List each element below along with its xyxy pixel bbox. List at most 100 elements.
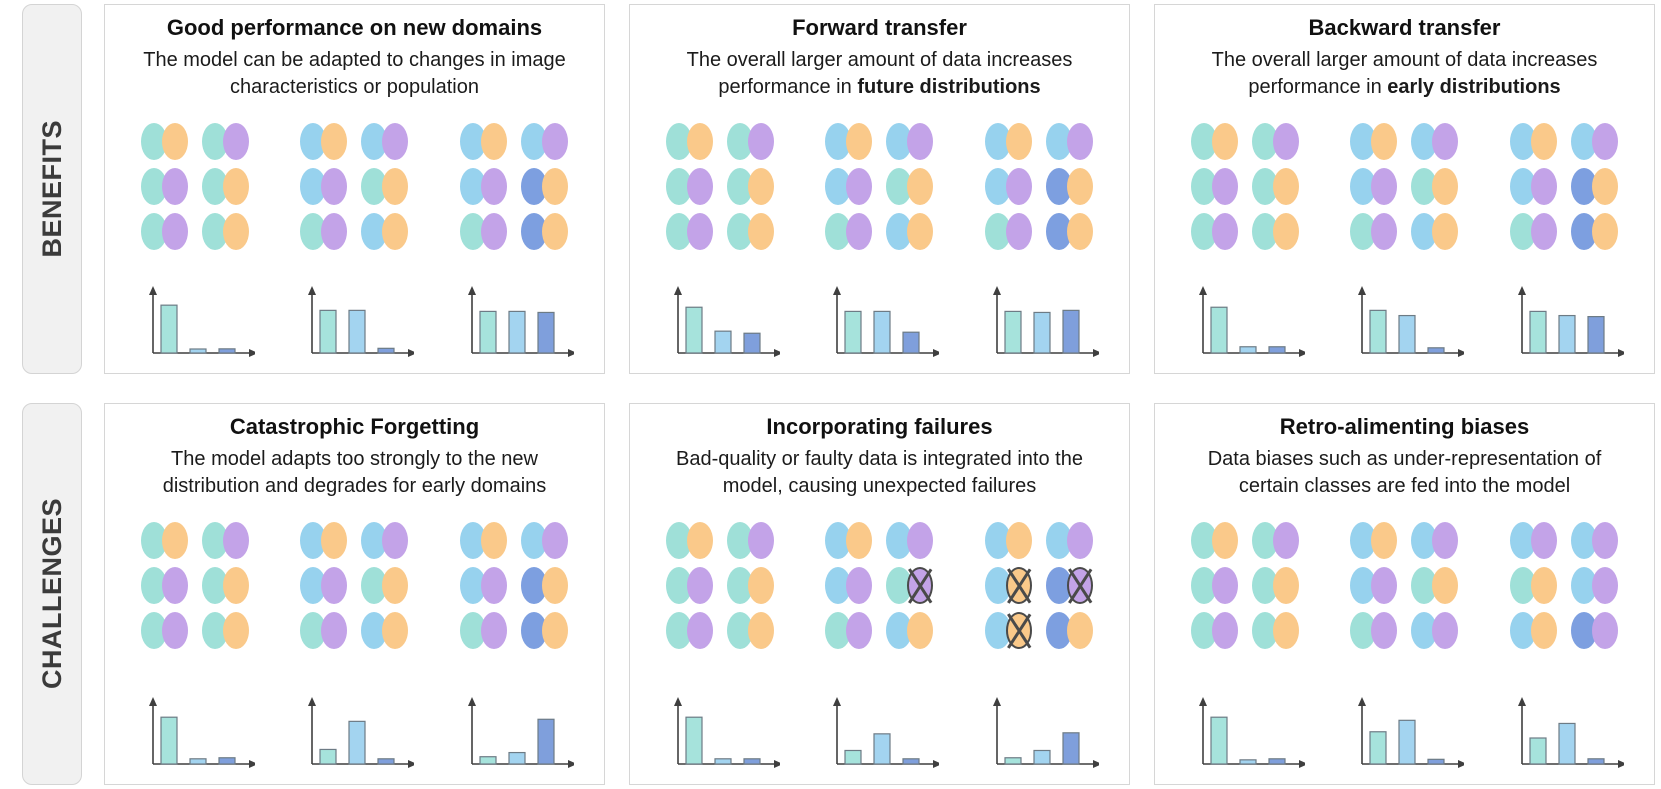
- bar: [508, 751, 526, 765]
- sample-pair: [886, 522, 934, 560]
- sample-pair: [1251, 168, 1299, 206]
- bar: [1239, 759, 1257, 765]
- sample-row: [140, 612, 249, 650]
- sample-group-1: [1190, 522, 1299, 650]
- sample-ellipse: [1432, 123, 1459, 161]
- sample-ellipse: [1211, 168, 1238, 206]
- sample-pair: [825, 123, 873, 161]
- sample-ellipse: [1211, 522, 1238, 560]
- sample-row: [1510, 612, 1619, 650]
- sample-pair: [1510, 213, 1558, 251]
- sample-pair: [825, 168, 873, 206]
- sample-ellipse: [542, 168, 569, 206]
- sample-ellipse: [542, 213, 569, 251]
- sample-pair: [1046, 522, 1094, 560]
- x-axis-arrow: [1458, 349, 1465, 357]
- sample-pair: [1510, 123, 1558, 161]
- panel-title: Forward transfer: [792, 15, 967, 40]
- sample-pair: [1571, 213, 1619, 251]
- sample-pair: [460, 123, 508, 161]
- sample-row: [825, 612, 934, 650]
- sample-row: [140, 567, 249, 605]
- performance-bar-chart-3: [454, 696, 575, 774]
- bar: [1587, 758, 1605, 765]
- sample-pair: [1411, 522, 1459, 560]
- bar: [1268, 758, 1286, 765]
- sample-pair: [1510, 522, 1558, 560]
- sample-pair: [140, 213, 188, 251]
- sample-ellipse: [686, 168, 713, 206]
- sample-ellipse: [1067, 123, 1094, 161]
- bar: [844, 310, 863, 354]
- panel-title: Good performance on new domains: [166, 15, 543, 40]
- sample-group-3: [1510, 123, 1619, 251]
- sample-ellipse: [747, 123, 774, 161]
- sample-row: [825, 123, 934, 161]
- sample-row: [1350, 213, 1459, 251]
- sample-pair: [1571, 522, 1619, 560]
- sample-ellipse: [907, 123, 934, 161]
- x-axis-arrow: [408, 760, 415, 768]
- sample-pair: [985, 522, 1033, 560]
- y-axis-arrow: [833, 286, 842, 295]
- sample-pair: [361, 168, 409, 206]
- sample-ellipse: [1272, 567, 1299, 605]
- sample-pair: [1510, 567, 1558, 605]
- bar: [348, 720, 367, 765]
- sample-ellipse: [1432, 612, 1459, 650]
- sample-ellipse: [481, 213, 508, 251]
- sample-ellipse: [1371, 213, 1398, 251]
- sample-row: [300, 612, 409, 650]
- performance-bar-chart-3: [979, 696, 1100, 774]
- sample-group-1: [1190, 123, 1299, 251]
- sample-pair: [521, 522, 569, 560]
- y-axis-arrow: [308, 697, 317, 706]
- performance-bar-chart-2: [1344, 285, 1465, 363]
- sample-ellipse: [1272, 123, 1299, 161]
- sample-row: [1190, 213, 1299, 251]
- bar: [1529, 310, 1547, 354]
- sample-pair: [201, 612, 249, 650]
- sample-ellipse: [1592, 522, 1619, 560]
- sample-pair: [460, 168, 508, 206]
- sample-pair: [201, 213, 249, 251]
- sample-ellipse: [161, 567, 188, 605]
- sample-group-3: [460, 522, 569, 650]
- sample-ellipse: [686, 213, 713, 251]
- sample-pair: [460, 522, 508, 560]
- y-axis-arrow: [1518, 286, 1527, 295]
- sample-pair: [521, 213, 569, 251]
- bar: [508, 310, 526, 354]
- sample-group-1: [665, 522, 774, 650]
- sample-pair: [1046, 567, 1094, 605]
- bar: [1033, 311, 1051, 354]
- performance-bar-chart-3: [1504, 696, 1625, 774]
- x-axis-arrow: [568, 760, 575, 768]
- sample-row: [665, 168, 774, 206]
- sample-pair: [985, 567, 1033, 605]
- sample-row: [140, 123, 249, 161]
- sample-grid: [1165, 522, 1644, 650]
- sample-pair: [1350, 612, 1398, 650]
- x-axis-arrow: [933, 760, 940, 768]
- sample-ellipse: [382, 567, 409, 605]
- sample-row: [825, 522, 934, 560]
- x-axis-arrow: [1093, 760, 1100, 768]
- sample-ellipse: [1432, 168, 1459, 206]
- performance-bar-chart-1: [135, 696, 255, 774]
- y-axis-arrow: [673, 286, 682, 295]
- bar: [1427, 347, 1446, 354]
- sample-ellipse: [1006, 522, 1033, 560]
- sample-ellipse: [747, 213, 774, 251]
- sample-group-1: [665, 123, 774, 251]
- x-axis-arrow: [1618, 760, 1625, 768]
- bar: [377, 347, 396, 354]
- sample-ellipse: [542, 567, 569, 605]
